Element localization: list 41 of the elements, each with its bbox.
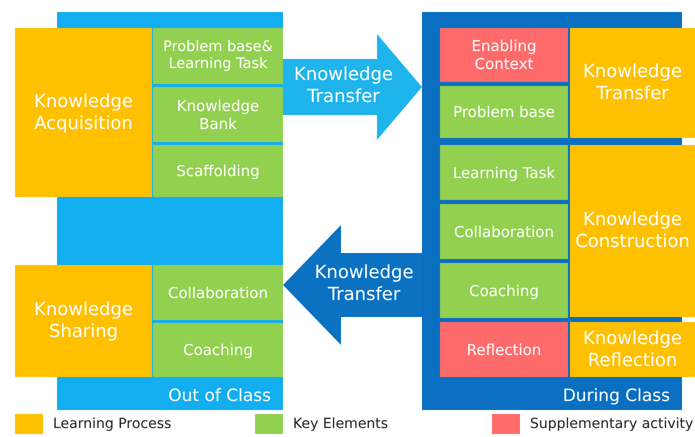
box-label: Scaffolding [175, 162, 261, 180]
activity-box [440, 322, 568, 377]
process-box [570, 145, 695, 317]
box-label: Problem base& Learning Task [162, 38, 274, 74]
element-box [440, 145, 568, 200]
element-box [153, 265, 283, 320]
box-label: Knowledge Acquisition [33, 90, 134, 134]
box-label: Coaching [468, 282, 540, 300]
element-box [153, 28, 283, 84]
box-label: Knowledge Sharing [33, 299, 134, 343]
box-label: Knowledge Bank [176, 96, 260, 132]
box-label: Collaboration [453, 222, 555, 240]
box-label: Reflection [466, 340, 542, 358]
box-label: Coaching [182, 341, 254, 359]
element-box [153, 145, 283, 197]
element-box [153, 323, 283, 377]
panel-label: Out of Class [167, 386, 272, 406]
process-box [15, 265, 152, 377]
legend-label: Supplementary activity [530, 416, 694, 432]
element-box [440, 263, 568, 318]
process-box [570, 322, 695, 377]
legend-label: Learning Process [53, 416, 172, 432]
block-arrow [283, 34, 422, 140]
edge-label: Knowledge Transfer [314, 262, 415, 306]
legend-label: Key Elements [293, 416, 388, 432]
element-box [440, 204, 568, 259]
box-label: Knowledge Construction [574, 209, 691, 253]
box-label: Enabling Context [470, 37, 538, 73]
box-label: Collaboration [167, 284, 269, 302]
box-label: Learning Task [452, 164, 556, 182]
box-label: Knowledge Transfer [582, 61, 683, 105]
element-box [440, 86, 568, 138]
panel-label: During Class [562, 386, 671, 406]
process-box [570, 28, 695, 138]
element-box [153, 87, 283, 142]
activity-box [440, 28, 568, 82]
edge-label: Knowledge Transfer [293, 64, 394, 108]
box-label: Problem base [452, 103, 556, 121]
block-arrow [283, 225, 422, 345]
box-label: Knowledge Reflection [582, 328, 683, 372]
process-box [15, 28, 152, 197]
